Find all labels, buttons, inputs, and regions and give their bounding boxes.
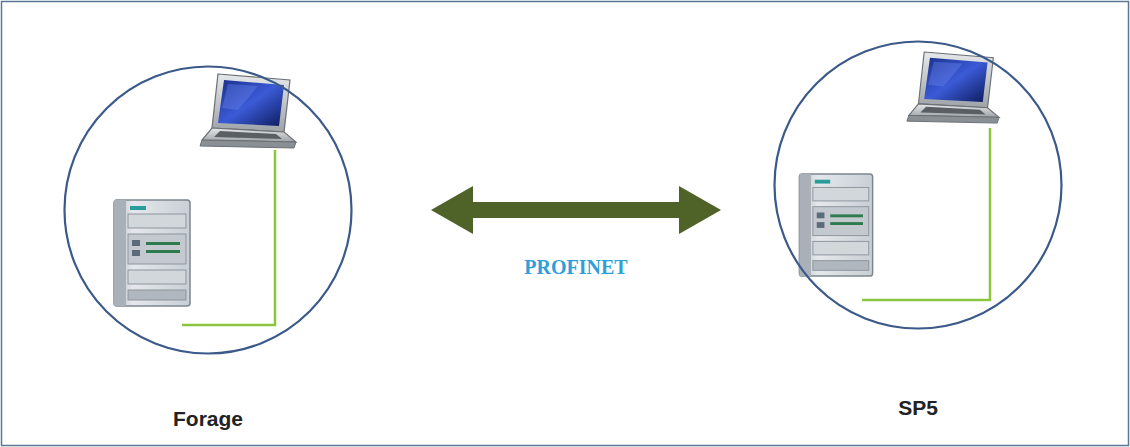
double-arrow	[431, 186, 721, 234]
station-name: Forage	[173, 407, 243, 431]
protocol-label: PROFINET	[521, 256, 630, 279]
station-name: SP5	[898, 396, 938, 420]
station-circle: SP5	[773, 40, 1063, 330]
cable	[182, 150, 275, 325]
circle-outline	[773, 40, 1063, 330]
cable	[862, 128, 990, 300]
plc	[114, 200, 190, 306]
laptop	[200, 74, 296, 148]
circle-outline	[63, 65, 353, 355]
station-circle: Forage	[63, 65, 353, 355]
laptop	[907, 52, 999, 123]
plc	[799, 174, 872, 276]
